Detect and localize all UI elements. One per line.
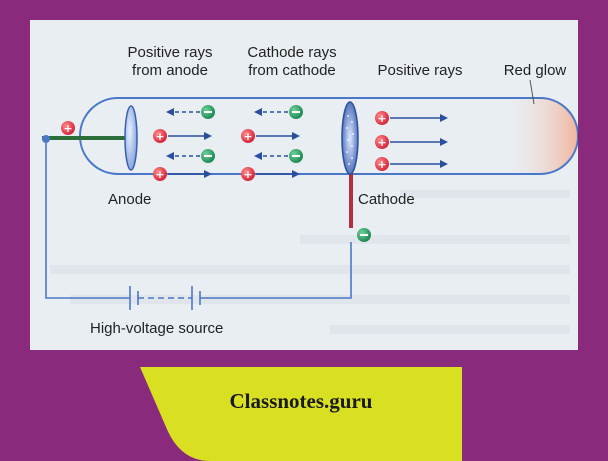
red-glow-leader — [529, 79, 535, 105]
label-cathode: Cathode — [358, 191, 415, 208]
minus-sign-icon — [292, 155, 300, 157]
label-high-voltage-source: High-voltage source — [90, 320, 223, 337]
plus-sign-icon: + — [243, 168, 252, 181]
brand-name[interactable]: Classnotes.guru — [229, 389, 373, 413]
proton: + — [153, 167, 167, 181]
plus-sign-icon: + — [63, 122, 72, 135]
brand-badge-shape — [140, 367, 462, 461]
proton: + — [375, 157, 389, 171]
label-positive-rays-anode-line2: from anode — [132, 62, 208, 79]
cathode-perforations — [346, 115, 354, 165]
cathode-electrode — [341, 101, 359, 175]
proton: + — [375, 111, 389, 125]
red-glow-region — [500, 98, 578, 174]
circuit-wires — [45, 143, 352, 310]
plus-sign-icon: + — [377, 158, 386, 171]
minus-sign-icon — [204, 155, 212, 157]
diagram-svg: + + + + + + + + Positive rays from anode… — [42, 44, 578, 337]
plus-sign-icon: + — [377, 136, 386, 149]
ray-arrows — [166, 108, 448, 178]
proton: + — [153, 129, 167, 143]
label-red-glow: Red glow — [504, 62, 567, 79]
electron — [201, 149, 215, 163]
brand-badge: Classnotes.guru — [140, 367, 462, 461]
electron — [289, 149, 303, 163]
label-positive-rays: Positive rays — [377, 62, 462, 79]
minus-sign-icon — [204, 111, 212, 113]
electron — [289, 105, 303, 119]
label-positive-rays-anode-line1: Positive rays — [127, 44, 212, 61]
proton: + — [61, 121, 75, 135]
electrons — [201, 105, 371, 242]
plus-sign-icon: + — [243, 130, 252, 143]
plus-sign-icon: + — [155, 168, 164, 181]
label-cathode-rays-line1: Cathode rays — [247, 44, 336, 61]
background-texture — [50, 190, 570, 334]
electron — [201, 105, 215, 119]
plus-sign-icon: + — [377, 112, 386, 125]
label-anode: Anode — [108, 191, 151, 208]
label-cathode-rays-line2: from cathode — [248, 62, 336, 79]
electron — [357, 228, 371, 242]
proton: + — [241, 129, 255, 143]
minus-sign-icon — [292, 111, 300, 113]
proton: + — [241, 167, 255, 181]
anode-terminal — [42, 135, 50, 143]
proton: + — [375, 135, 389, 149]
anode-electrode — [124, 105, 138, 171]
minus-sign-icon — [360, 234, 368, 236]
protons: + + + + + + + + — [61, 111, 389, 181]
cathode-ray-tube-diagram: + + + + + + + + Positive rays from anode… — [30, 20, 578, 350]
plus-sign-icon: + — [155, 130, 164, 143]
